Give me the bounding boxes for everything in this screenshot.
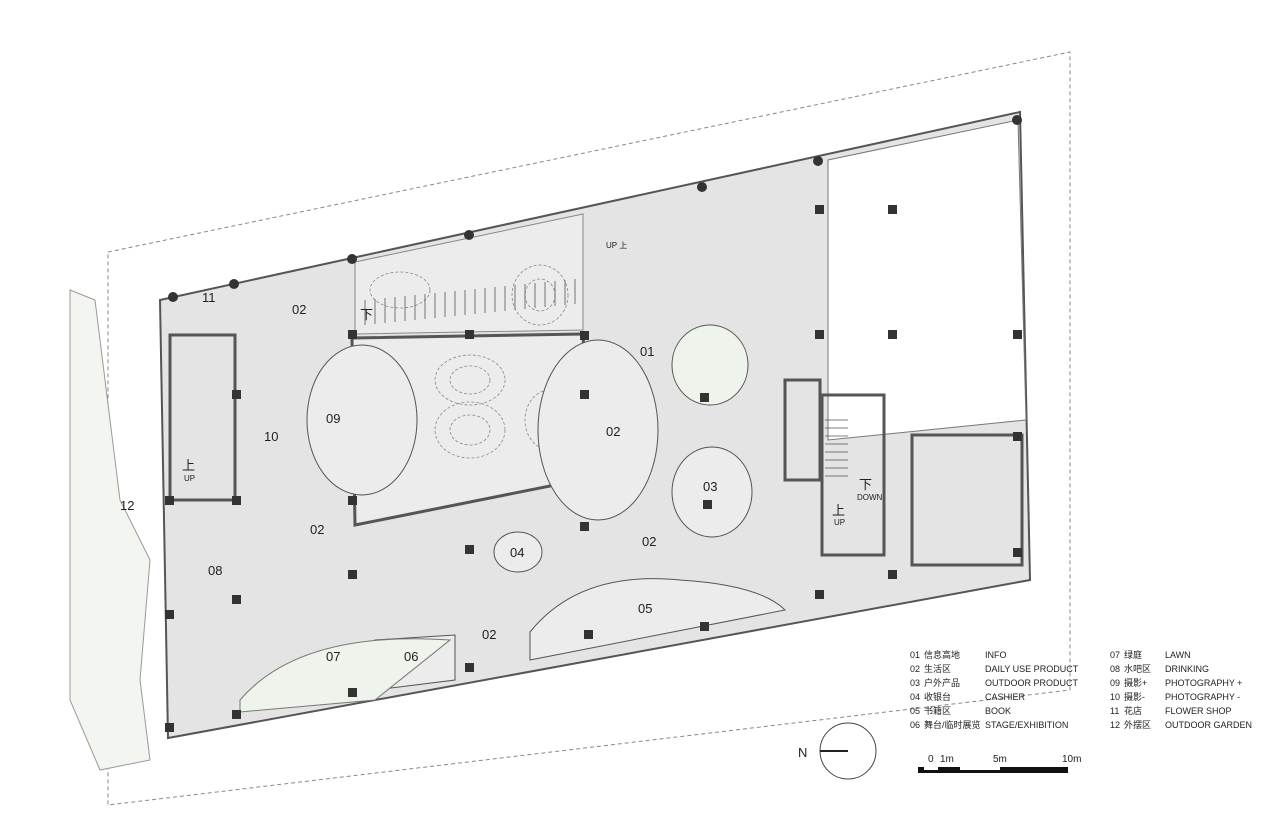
legend-english-label: FLOWER SHOP [1165,706,1232,716]
toilets-block [910,433,1024,567]
legend-number: 04 [910,692,920,702]
legend-number: 11 [1110,706,1119,716]
legend-number: 08 [1110,664,1120,674]
stair-down-label-cn: 下 [360,307,373,322]
legend-english-label: OUTDOOR PRODUCT [985,678,1078,688]
zone-label-02: 02 [642,534,656,549]
legend-chinese-label: 收银台 [924,691,951,702]
round-columns [168,115,1022,302]
outdoor-garden-area [69,289,151,771]
core-left [168,333,237,502]
stair-treads [364,279,576,325]
scale-bar: 0 1m 5m 10m [918,754,1081,773]
legend-chinese-label: 绿庭 [1124,649,1142,660]
zone-label-03: 03 [703,479,717,494]
legend-number: 05 [910,706,920,716]
zone-04-area [493,531,543,573]
zone-label-02: 02 [482,627,496,642]
zone-lawn-island [671,324,749,406]
legend-number: 02 [910,664,920,674]
stair-up-label-en: UP [184,474,195,483]
zone-07-lawn [239,638,452,713]
stair-up-label-cn: 上 [182,458,195,473]
legend-chinese-label: 摄影+ [1124,677,1147,688]
legend-number: 01 [910,650,920,660]
legend-chinese-label: 舞台/临时展览 [924,719,981,730]
scale-tick-1m: 1m [940,754,954,765]
legend-chinese-label: 水吧区 [1124,663,1151,674]
east-hall [827,119,1027,441]
zone-label-11: 11 [202,290,216,305]
zone-label-07: 07 [326,649,340,664]
zone-label-06: 06 [404,649,418,664]
legend-english-label: CASHIER [985,692,1026,702]
zone-label-04: 04 [510,545,524,560]
legend-number: 07 [1110,650,1120,660]
stair-down-label-en: DOWN [857,493,883,502]
scale-tick-10m: 10m [1062,754,1081,765]
legend-chinese-label: 外摆区 [1124,719,1151,730]
legend-english-label: INFO [985,650,1007,660]
core-right-stair [820,393,886,557]
legend-number: 12 [1110,720,1120,730]
north-arrow: N [798,722,877,780]
legend-number: 09 [1110,678,1120,688]
columns [165,205,1022,732]
legend-english-label: DAILY USE PRODUCT [985,664,1079,674]
legend-chinese-label: 信息高地 [924,649,960,660]
zone-05-area [529,578,787,661]
legend-english-label: LAWN [1165,650,1191,660]
legend-number: 06 [910,720,920,730]
upper-void [354,213,584,335]
zone-03-area [671,446,753,538]
zone-label-12: 12 [120,498,134,513]
legend: 01 信息高地 INFO 02 生活区 DAILY USE PRODUCT 03 户外产品 OU… [910,649,1252,730]
zone-label-02: 02 [310,522,324,537]
scale-tick-5m: 5m [993,754,1007,765]
legend-chinese-label: 户外产品 [924,677,960,688]
zone-label-02: 02 [606,424,620,439]
zone-label-09: 09 [326,411,340,426]
zone-09-area [306,344,418,496]
stair-down-label-cn: 下 [859,477,872,492]
legend-number: 03 [910,678,920,688]
legend-chinese-label: 摄影- [1124,691,1145,702]
zone-label-08: 08 [208,563,222,578]
north-label: N [798,745,807,760]
legend-number: 10 [1110,692,1120,702]
stair-right-treads [825,419,848,477]
legend-chinese-label: 生活区 [924,663,951,674]
zone-label-10: 10 [264,429,278,444]
legend-english-label: STAGE/EXHIBITION [985,720,1068,730]
stair-up-label-en: UP [834,518,845,527]
legend-chinese-label: 花店 [1124,705,1142,716]
legend-english-label: OUTDOOR GARDEN [1165,720,1252,730]
legend-english-label: PHOTOGRAPHY + [1165,678,1242,688]
zone-label-02: 02 [292,302,306,317]
legend-english-label: DRINKING [1165,664,1209,674]
legend-chinese-label: 书籍区 [924,705,951,716]
stair-up-label-cn: 上 [832,503,845,518]
core-elevator [783,378,822,482]
legend-english-label: BOOK [985,706,1011,716]
legend-english-label: PHOTOGRAPHY - [1165,692,1240,702]
stair-upper-label: UP 上 [606,241,627,250]
scale-tick-0: 0 [928,754,934,765]
zone-label-01: 01 [640,344,654,359]
zone-label-05: 05 [638,601,652,616]
zone-02-east-area [537,339,659,521]
